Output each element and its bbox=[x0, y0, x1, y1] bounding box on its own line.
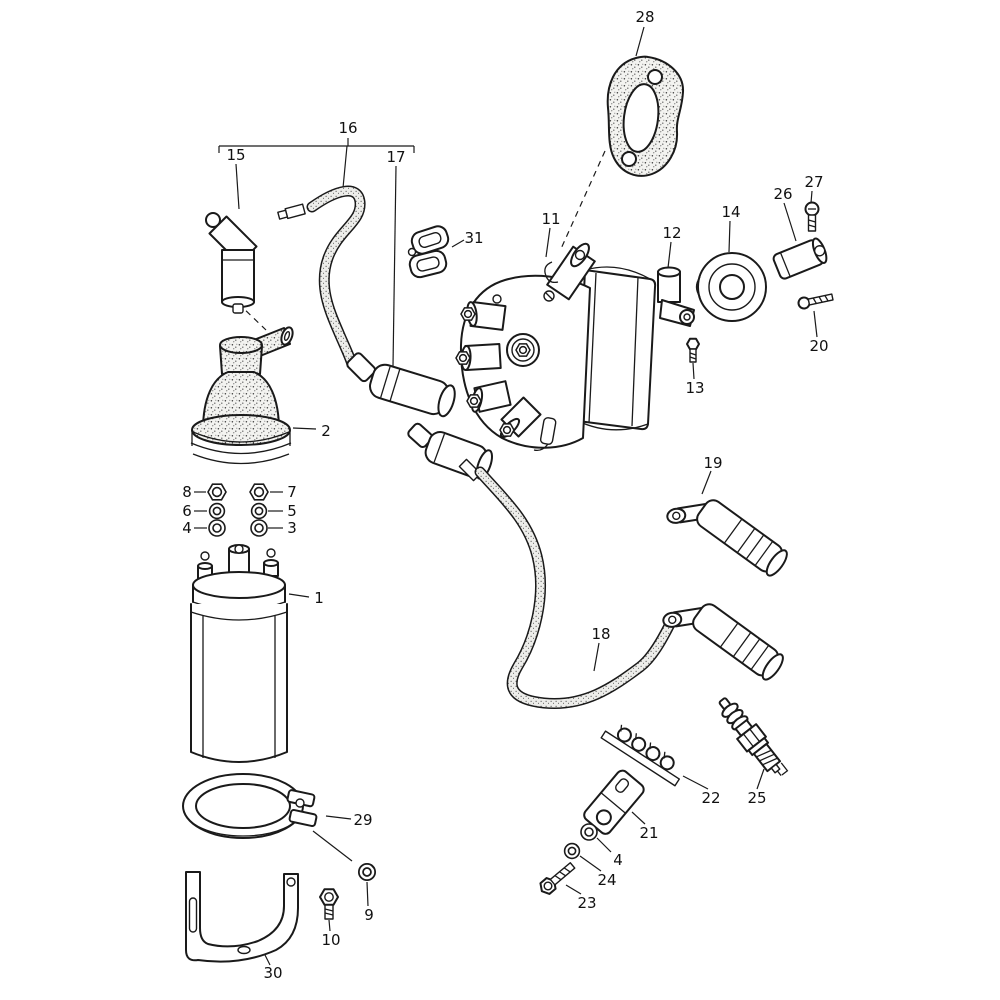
part-3-washer bbox=[250, 519, 268, 537]
part-label-27: 27 bbox=[804, 173, 823, 191]
part-label-24: 24 bbox=[597, 871, 616, 889]
part-labels: 28 16 15 17 31 11 12 14 26 27 20 13 2 8 … bbox=[182, 8, 828, 982]
part-6-washer bbox=[208, 502, 226, 520]
part-13-screw bbox=[686, 337, 700, 363]
part-label-17: 17 bbox=[386, 148, 405, 166]
part-label-14: 14 bbox=[721, 203, 740, 221]
part-20-screw bbox=[797, 293, 834, 310]
part-10-bolt bbox=[319, 888, 339, 920]
part-label-23: 23 bbox=[577, 894, 596, 912]
part-label-12: 12 bbox=[662, 224, 681, 242]
part-label-4a: 4 bbox=[182, 519, 192, 537]
part-label-18: 18 bbox=[591, 625, 610, 643]
part-label-13: 13 bbox=[685, 379, 704, 397]
part-label-28: 28 bbox=[635, 8, 654, 26]
part-label-5: 5 bbox=[287, 502, 297, 520]
part-19-spark-plug-connectors bbox=[662, 499, 788, 681]
part-26-sleeve bbox=[772, 237, 828, 280]
part-9-lock-washer bbox=[357, 862, 377, 882]
part-label-19: 19 bbox=[703, 454, 722, 472]
part-5-lock-washer bbox=[250, 502, 268, 520]
part-18-ignition-wire bbox=[407, 422, 676, 710]
part-1-ignition-coil bbox=[190, 544, 288, 763]
part-label-21: 21 bbox=[639, 824, 658, 842]
part-label-1: 1 bbox=[314, 589, 324, 607]
part-24-lock-washer bbox=[563, 842, 581, 860]
part-22-wire-retainer bbox=[600, 724, 681, 787]
part-label-20: 20 bbox=[809, 337, 828, 355]
part-label-29: 29 bbox=[353, 811, 372, 829]
part-12-holder bbox=[657, 266, 695, 327]
part-label-7: 7 bbox=[287, 483, 297, 501]
part-30-bracket-strap bbox=[185, 871, 299, 963]
part-label-26: 26 bbox=[773, 185, 792, 203]
part-16-ignition-wire bbox=[277, 185, 366, 370]
part-label-22: 22 bbox=[701, 789, 720, 807]
part-label-15: 15 bbox=[226, 146, 245, 164]
part-25-spark-plug bbox=[718, 697, 789, 777]
part-2-protective-cap bbox=[190, 326, 294, 465]
part-29-clamp bbox=[182, 773, 318, 839]
part-23-bolt bbox=[539, 862, 576, 895]
part-label-6: 6 bbox=[182, 502, 192, 520]
part-4b-washer bbox=[580, 823, 598, 841]
part-27-screw bbox=[804, 201, 820, 232]
part-14-dust-cover bbox=[695, 252, 767, 322]
part-label-2: 2 bbox=[321, 422, 331, 440]
part-label-4b: 4 bbox=[613, 851, 623, 869]
part-label-11: 11 bbox=[541, 210, 560, 228]
part-label-16: 16 bbox=[338, 119, 357, 137]
part-8-nut bbox=[207, 483, 227, 501]
part-7-nut bbox=[249, 483, 269, 501]
part-15-plug-connector bbox=[205, 212, 258, 314]
part-17-plug-connector bbox=[346, 352, 456, 418]
leader-lines bbox=[194, 26, 818, 966]
part-21-bracket bbox=[583, 769, 645, 835]
part-label-30: 30 bbox=[263, 964, 282, 982]
part-4-washer bbox=[208, 519, 226, 537]
part-31-cable-clips bbox=[407, 225, 450, 279]
part-11-distributor bbox=[455, 242, 657, 452]
part-label-31: 31 bbox=[464, 229, 483, 247]
part-label-25: 25 bbox=[747, 789, 766, 807]
part-label-10: 10 bbox=[321, 931, 340, 949]
part-label-3: 3 bbox=[287, 519, 297, 537]
part-28-gasket bbox=[606, 55, 685, 177]
part-label-8: 8 bbox=[182, 483, 192, 501]
part-label-9: 9 bbox=[364, 906, 374, 924]
